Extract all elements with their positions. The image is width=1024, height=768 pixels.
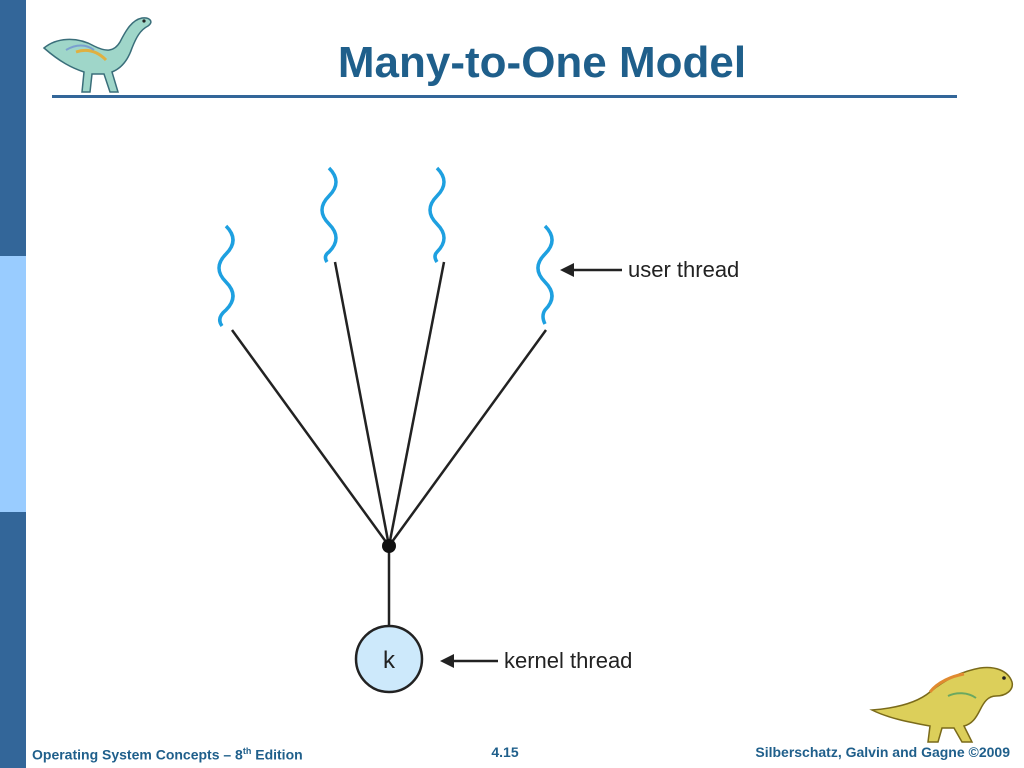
title-underline <box>52 95 957 98</box>
footer-book-suffix: Edition <box>251 746 303 763</box>
footer-copyright: Silberschatz, Galvin and Gagne ©2009 <box>755 744 1010 760</box>
diagram-panel <box>216 160 756 695</box>
user-thread-wave <box>428 166 446 263</box>
dinosaur-icon <box>869 666 1014 743</box>
user-thread-arrowhead <box>560 263 574 277</box>
connector-line <box>387 329 548 547</box>
dinosaur-icon <box>42 17 152 93</box>
user-thread-label: user thread <box>628 257 739 282</box>
sidebar-block-middle <box>0 256 26 512</box>
sidebar-block-top <box>0 0 26 256</box>
slide-sidebar <box>0 0 26 768</box>
user-thread-wave <box>320 166 338 263</box>
sidebar-block-bottom <box>0 512 26 768</box>
junction-node <box>382 539 396 553</box>
footer-page-number: 4.15 <box>491 744 519 760</box>
connector-line <box>333 261 391 547</box>
connector-line <box>387 261 446 547</box>
user-thread-wave <box>217 224 235 328</box>
kernel-thread-label: kernel thread <box>504 648 632 673</box>
kernel-thread-node <box>354 624 424 694</box>
footer-book-superscript: th <box>242 746 252 756</box>
connector-line <box>230 329 391 547</box>
slide-title: Many-to-One Model <box>337 38 747 87</box>
kernel-node-label: k <box>383 647 396 674</box>
footer-book-title: Operating System Concepts – 8th Edition <box>32 746 303 763</box>
kernel-thread-arrowhead <box>440 654 454 668</box>
footer-book-prefix: Operating System Concepts – 8 <box>32 746 243 763</box>
user-thread-wave <box>536 224 554 325</box>
